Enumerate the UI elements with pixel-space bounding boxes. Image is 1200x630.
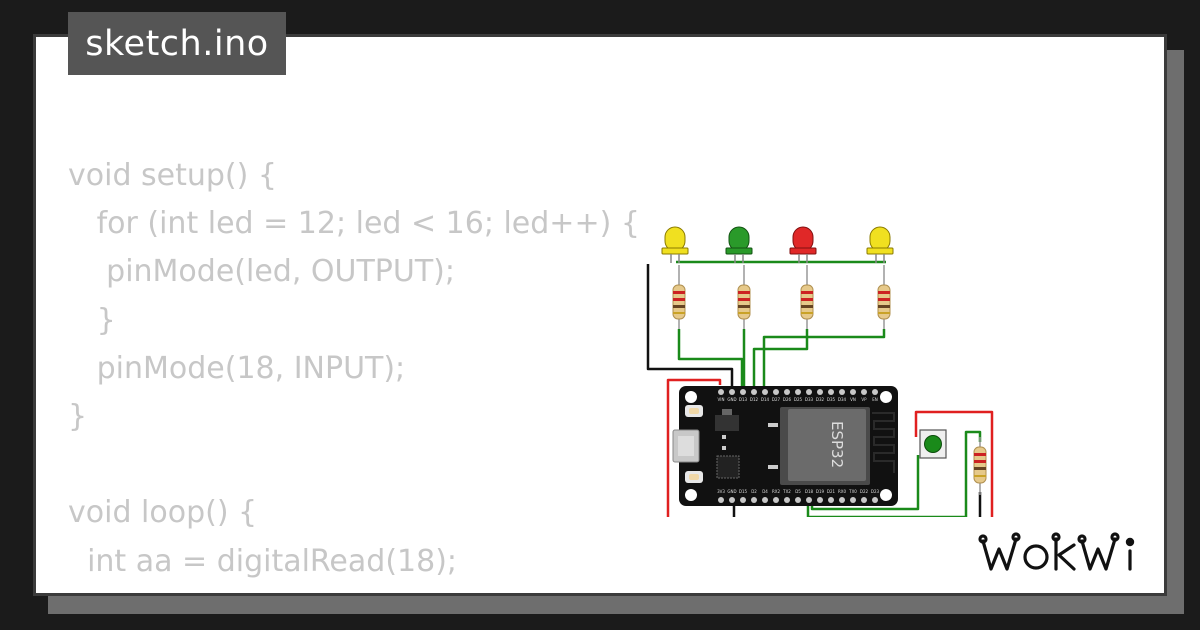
chip-label: ESP32 bbox=[828, 421, 846, 468]
svg-text:D34: D34 bbox=[838, 397, 847, 402]
svg-text:D23: D23 bbox=[871, 489, 880, 494]
code-line: pinMode(18, INPUT); bbox=[68, 350, 406, 386]
svg-text:D18: D18 bbox=[805, 489, 814, 494]
svg-text:D22: D22 bbox=[860, 489, 869, 494]
svg-text:D35: D35 bbox=[827, 397, 836, 402]
svg-text:D21: D21 bbox=[827, 489, 836, 494]
svg-text:D27: D27 bbox=[772, 397, 781, 402]
resistor bbox=[973, 437, 987, 495]
wire-black bbox=[646, 264, 734, 391]
wire-black bbox=[732, 492, 982, 517]
preview-card: void setup() { for (int led = 12; led < … bbox=[33, 34, 1167, 596]
file-tab-label: sketch.ino bbox=[85, 23, 269, 64]
svg-text:D13: D13 bbox=[739, 397, 748, 402]
svg-text:TX2: TX2 bbox=[782, 489, 791, 494]
wire-green bbox=[762, 329, 886, 391]
wokwi-logo bbox=[978, 532, 1135, 571]
svg-text:VP: VP bbox=[861, 397, 867, 402]
code-line: int aa = digitalRead(18); bbox=[68, 543, 458, 579]
svg-text:D32: D32 bbox=[816, 397, 825, 402]
svg-text:3V3: 3V3 bbox=[717, 489, 725, 494]
code-line: pinMode(led, OUTPUT); bbox=[68, 254, 455, 290]
wire-green bbox=[806, 430, 982, 517]
file-tab[interactable]: sketch.ino bbox=[68, 12, 286, 75]
code-line: } bbox=[68, 302, 116, 338]
wire-green bbox=[677, 329, 744, 391]
svg-text:GND: GND bbox=[727, 489, 736, 494]
svg-text:D5: D5 bbox=[795, 489, 801, 494]
svg-text:VIN: VIN bbox=[718, 397, 725, 402]
led-green bbox=[725, 226, 753, 263]
svg-text:D15: D15 bbox=[739, 489, 748, 494]
svg-text:D33: D33 bbox=[805, 397, 814, 402]
code-line: void loop() { bbox=[68, 495, 258, 531]
svg-text:GND: GND bbox=[727, 397, 736, 402]
resistor bbox=[800, 265, 814, 329]
code-line: } bbox=[68, 398, 88, 434]
svg-text:RX2: RX2 bbox=[772, 489, 781, 494]
svg-text:D2: D2 bbox=[751, 489, 757, 494]
resistor bbox=[877, 265, 891, 329]
svg-text:TX0: TX0 bbox=[848, 489, 857, 494]
code-line: void setup() { bbox=[68, 158, 277, 193]
code-line: for (int led = 12; led < 16; led++) { bbox=[68, 206, 640, 242]
led-red bbox=[789, 226, 817, 263]
code-preview: void setup() { for (int led = 12; led < … bbox=[68, 152, 640, 593]
svg-text:D19: D19 bbox=[816, 489, 825, 494]
wire-red bbox=[666, 378, 994, 517]
led-yellow-1 bbox=[661, 226, 689, 263]
svg-text:EN: EN bbox=[872, 397, 878, 402]
led-yellow-2 bbox=[866, 226, 894, 263]
svg-text:VN: VN bbox=[850, 397, 856, 402]
svg-text:RX0: RX0 bbox=[838, 489, 847, 494]
wire-green bbox=[752, 329, 809, 391]
push-button bbox=[919, 429, 947, 459]
code-line: if (aa == 1) { bbox=[68, 586, 640, 593]
svg-text:D14: D14 bbox=[761, 397, 770, 402]
code-line bbox=[68, 441, 640, 489]
resistor bbox=[672, 265, 686, 329]
svg-text:D12: D12 bbox=[750, 397, 759, 402]
svg-text:D4: D4 bbox=[762, 489, 768, 494]
svg-text:D26: D26 bbox=[783, 397, 792, 402]
resistor bbox=[737, 265, 751, 329]
svg-text:D25: D25 bbox=[794, 397, 803, 402]
